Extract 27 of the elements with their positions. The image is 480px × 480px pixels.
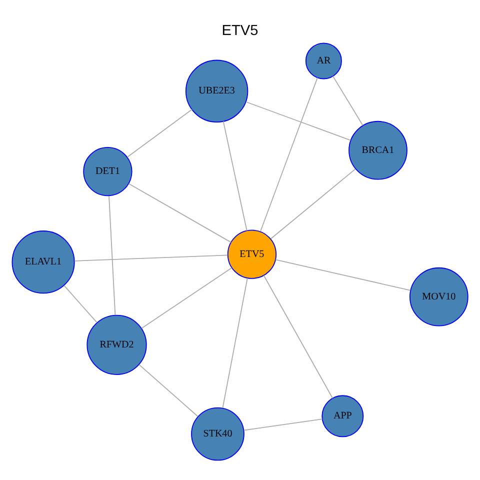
connector: [222, 278, 248, 408]
connector: [270, 168, 356, 240]
diagram-title: ETV5: [222, 22, 258, 39]
connector: [332, 76, 364, 126]
connector: [243, 418, 323, 431]
connector: [141, 267, 232, 329]
connector: [222, 120, 248, 232]
node-circle: ETV5: [227, 230, 277, 279]
connector: [246, 101, 352, 141]
connector: [108, 196, 116, 316]
connector: [128, 183, 232, 243]
connector: [126, 108, 193, 158]
connector: [260, 77, 318, 232]
node-circle: MOV10: [409, 267, 468, 326]
connector: [138, 364, 198, 417]
connector: [263, 275, 334, 399]
node-circle: APP: [322, 395, 364, 438]
node-circle: DET1: [83, 146, 132, 196]
node-circle: UBE2E3: [185, 60, 248, 122]
connector: [74, 254, 228, 262]
node-circle: BRCA1: [348, 120, 408, 180]
node-circle: STK40: [191, 407, 244, 461]
connector: [64, 285, 98, 323]
node-circle: ELAVL1: [12, 230, 75, 294]
connector: [275, 259, 411, 291]
node-circle: RFWD2: [86, 314, 147, 375]
node-circle: AR: [305, 42, 342, 80]
